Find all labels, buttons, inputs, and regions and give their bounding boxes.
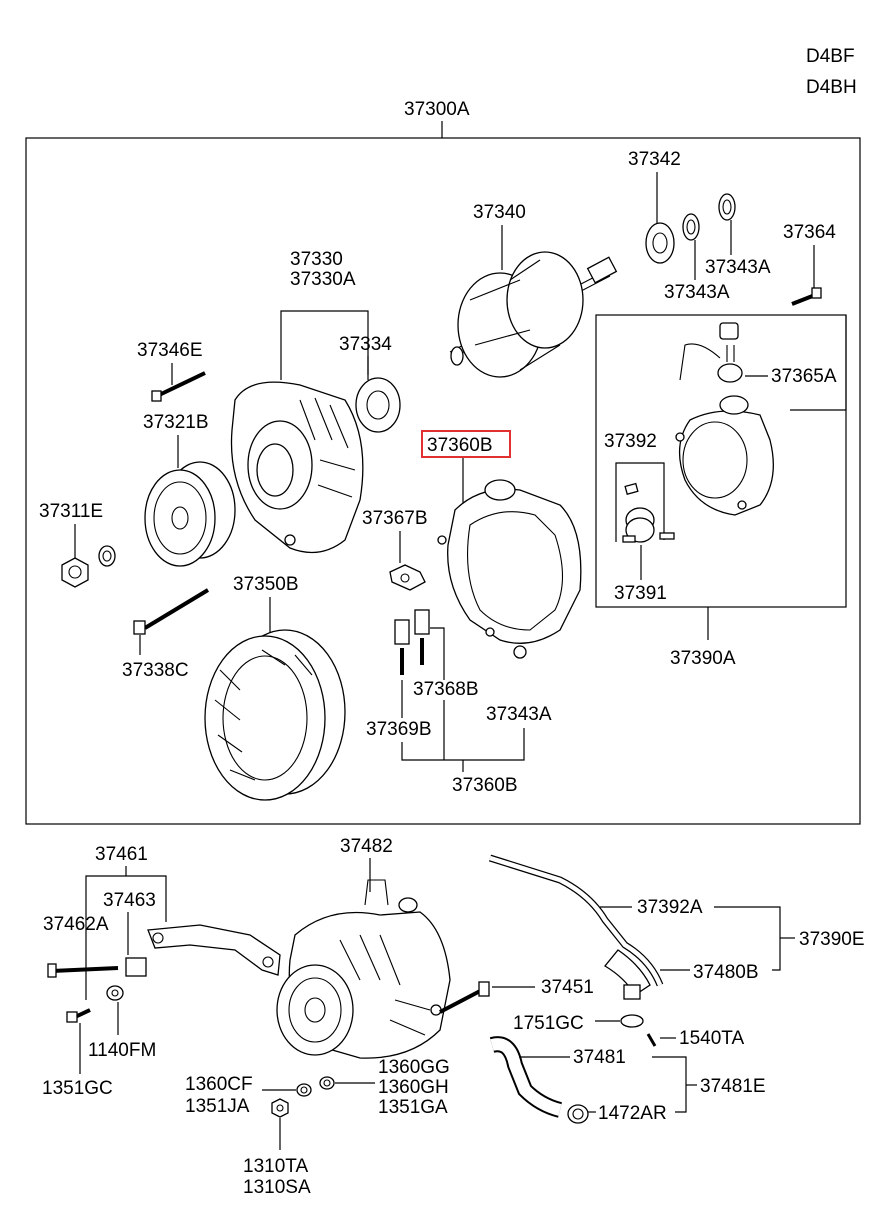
rotor-37340[interactable] — [449, 251, 618, 378]
bolt-37346E[interactable] — [151, 371, 206, 402]
part-label-37330A[interactable]: 37330A — [290, 269, 356, 290]
leader-37330 — [280, 310, 369, 380]
nut-1310TA[interactable] — [271, 1098, 289, 1118]
pulley-37321B[interactable] — [144, 461, 236, 567]
bracket-37390E — [714, 906, 781, 971]
part-label-1310SA[interactable]: 1310SA — [243, 1177, 311, 1198]
leader-37368B — [430, 627, 445, 680]
part-label-37350B[interactable]: 37350B — [233, 574, 299, 595]
part-label-1140FM[interactable]: 1140FM — [88, 1040, 156, 1061]
part-label-1310TA[interactable]: 1310TA — [243, 1156, 308, 1177]
rear-housing-37360B[interactable] — [437, 479, 582, 659]
oring-1751GC[interactable] — [620, 1014, 644, 1028]
washer-37343A-a[interactable] — [682, 213, 700, 241]
brush-holder-37367B[interactable] — [389, 564, 426, 591]
part-label-1540TA[interactable]: 1540TA — [679, 1028, 744, 1049]
part-label-37311E[interactable]: 37311E — [39, 501, 103, 522]
part-label-37369B[interactable]: 37369B — [366, 719, 432, 740]
part-label-37480B[interactable]: 37480B — [693, 962, 759, 983]
clamp-1472AR[interactable] — [567, 1104, 589, 1124]
part-label-37346E[interactable]: 37346E — [137, 340, 203, 361]
hose-37392A[interactable] — [488, 854, 664, 1000]
clip-37463[interactable] — [125, 957, 147, 977]
part-label-1751GC[interactable]: 1751GC — [513, 1013, 584, 1034]
bolt-37451[interactable] — [439, 981, 490, 1014]
part-label-37367B[interactable]: 37367B — [362, 508, 428, 529]
part-label-37330[interactable]: 37330 — [290, 249, 343, 270]
part-label-37340[interactable]: 37340 — [473, 202, 526, 223]
bearing-37342[interactable] — [645, 222, 675, 264]
washer-1360GH[interactable] — [319, 1076, 335, 1090]
frame-connector — [790, 315, 847, 411]
part-label-37360B[interactable]: 37360B — [452, 775, 518, 796]
bolt-1351GC[interactable] — [66, 1008, 91, 1023]
part-label-37342[interactable]: 37342 — [628, 149, 681, 170]
part-label-1351GA[interactable]: 1351GA — [378, 1097, 448, 1118]
part-label-37481E[interactable]: 37481E — [700, 1076, 766, 1097]
part-label-1360GH[interactable]: 1360GH — [378, 1077, 449, 1098]
front-housing-37330[interactable] — [230, 381, 364, 554]
part-label-37392A[interactable]: 37392A — [637, 897, 703, 918]
washer-1360CF[interactable] — [296, 1083, 312, 1097]
stator-37350B[interactable] — [204, 629, 346, 801]
part-label-1360GG[interactable]: 1360GG — [378, 1057, 450, 1078]
part-label-37364[interactable]: 37364 — [783, 222, 836, 243]
nut-37311E[interactable] — [61, 557, 89, 588]
part-label-37360B-highlight[interactable]: 37360B — [427, 435, 493, 456]
part-label-37461[interactable]: 37461 — [95, 844, 148, 865]
leader-37392 — [615, 462, 665, 542]
washer-37311E[interactable] — [98, 545, 116, 567]
part-label-37391[interactable]: 37391 — [614, 583, 667, 604]
part-label-37334[interactable]: 37334 — [339, 334, 392, 355]
part-label-1351JA[interactable]: 1351JA — [185, 1096, 250, 1117]
washer-1140FM[interactable] — [106, 985, 124, 1001]
assembly-frame — [25, 137, 861, 825]
part-label-37390E[interactable]: 37390E — [799, 929, 865, 950]
engine-code-1: D4BF — [806, 46, 855, 67]
part-label-1360CF[interactable]: 1360CF — [185, 1074, 253, 1095]
highlight-box-37360B — [421, 430, 511, 458]
part-label-37390A[interactable]: 37390A — [670, 648, 736, 669]
part-label-37368B[interactable]: 37368B — [413, 679, 479, 700]
hose-37481[interactable] — [489, 1036, 563, 1118]
gasket-37392[interactable] — [624, 482, 675, 540]
bolt-37364[interactable] — [791, 287, 822, 306]
part-label-1351GC[interactable]: 1351GC — [42, 1078, 113, 1099]
part-label-37482[interactable]: 37482 — [340, 836, 393, 857]
engine-code-2: D4BH — [806, 77, 857, 98]
part-label-37343A-c[interactable]: 37343A — [486, 704, 552, 725]
vacuum-pump-body[interactable] — [675, 395, 774, 516]
bolt-37462A[interactable] — [47, 963, 119, 978]
vacuum-pump-frame — [595, 314, 847, 608]
part-label-37481[interactable]: 37481 — [573, 1047, 626, 1068]
bracket-37461[interactable] — [147, 924, 281, 976]
part-label-37463[interactable]: 37463 — [103, 890, 156, 911]
bolt-37338C[interactable] — [133, 588, 210, 635]
screw-1540TA[interactable] — [646, 1033, 657, 1047]
part-label-37451[interactable]: 37451 — [541, 977, 594, 998]
part-label-37321B[interactable]: 37321B — [143, 412, 209, 433]
washer-37343A-b[interactable] — [718, 193, 736, 221]
bearing-37334[interactable] — [355, 377, 401, 433]
assembly-label[interactable]: 37300A — [404, 99, 470, 120]
alternator-37482[interactable] — [276, 879, 451, 1059]
fitting-37365A[interactable] — [679, 322, 743, 383]
part-label-37338C[interactable]: 37338C — [122, 660, 189, 681]
part-label-37392[interactable]: 37392 — [604, 431, 657, 452]
part-label-37343A-b[interactable]: 37343A — [705, 257, 771, 278]
part-label-37343A-a[interactable]: 37343A — [664, 282, 730, 303]
brush-37368B-a[interactable] — [394, 609, 430, 645]
part-label-1472AR[interactable]: 1472AR — [598, 1103, 667, 1124]
spring-37369B[interactable] — [400, 638, 424, 675]
part-label-37462A[interactable]: 37462A — [43, 914, 109, 935]
part-label-37365A[interactable]: 37365A — [771, 366, 837, 387]
rotor-37391[interactable] — [622, 507, 655, 543]
